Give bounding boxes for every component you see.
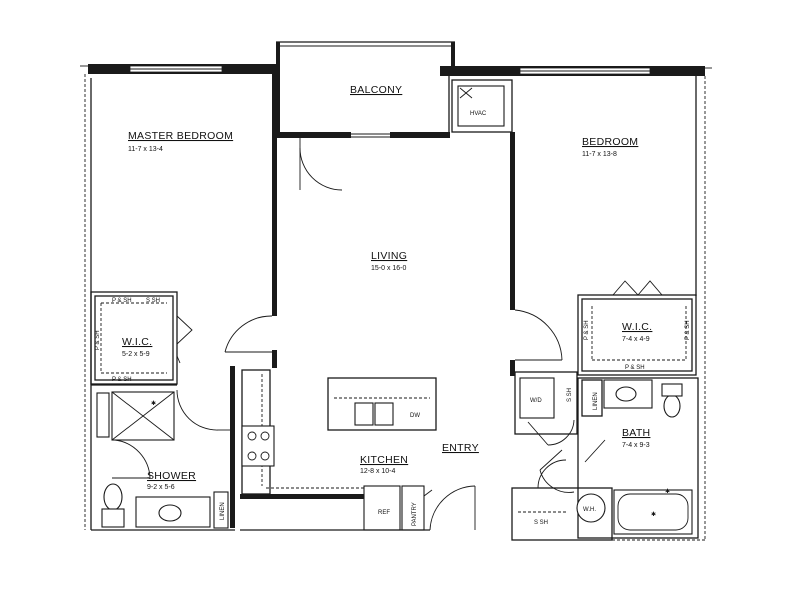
entry-label: ENTRY xyxy=(442,442,479,454)
living-dims: 15-0 x 16-0 xyxy=(371,265,407,272)
svg-text:✱: ✱ xyxy=(665,488,670,495)
master-bedroom-walls xyxy=(224,74,277,368)
wic-right-psh-left: P & SH xyxy=(584,320,590,340)
bath: ✱ ✱ xyxy=(539,377,699,539)
laundry xyxy=(514,371,603,446)
svg-text:✱: ✱ xyxy=(151,400,156,407)
wd-label: W/D xyxy=(530,398,542,404)
kitchen-label: KITCHEN xyxy=(360,454,408,466)
wic-left-label: W.I.C. xyxy=(122,336,152,348)
bedroom-walls xyxy=(510,76,706,540)
closet-ssh: S SH xyxy=(534,520,548,526)
shower-linen: LINEN xyxy=(220,502,226,520)
pantry-label: PANTRY xyxy=(412,502,418,526)
ref-label: REF xyxy=(378,510,390,516)
bedroom-dims: 11-7 x 13-8 xyxy=(582,151,617,158)
wic-left-psh-bottom: P & SH xyxy=(112,377,132,383)
balcony xyxy=(276,41,455,138)
living-room xyxy=(299,138,343,191)
bath-label: BATH xyxy=(622,427,650,439)
wic-right-dims: 7-4 x 4-9 xyxy=(622,336,650,343)
master-bedroom-dims: 11-7 x 13-4 xyxy=(128,146,163,153)
wic-left-dims: 5-2 x 5-9 xyxy=(122,351,150,358)
exterior-wall-top-left xyxy=(80,64,278,74)
shower-dims: 9-2 x 5-6 xyxy=(147,484,175,491)
exterior-wall-left xyxy=(84,74,92,530)
wh-label: W.H. xyxy=(583,507,596,513)
hvac-closet xyxy=(451,79,513,133)
wic-right-psh-right: P & SH xyxy=(685,320,691,340)
balcony-label: BALCONY xyxy=(350,84,402,96)
wic-right-label: W.I.C. xyxy=(622,321,652,333)
kitchen xyxy=(240,369,476,531)
water-heater-closet xyxy=(511,459,613,541)
wic-left-psh-top: P & SH xyxy=(112,298,132,304)
bath-dims: 7-4 x 9-3 xyxy=(622,442,650,449)
bedroom-label: BEDROOM xyxy=(582,136,638,148)
wic-right xyxy=(577,280,697,376)
wic-left xyxy=(90,291,193,385)
shower-label: SHOWER xyxy=(147,470,196,482)
master-bedroom-label: MASTER BEDROOM xyxy=(128,130,233,142)
living-label: LIVING xyxy=(371,250,407,262)
laundry-ssh: S SH xyxy=(567,388,573,402)
wic-left-psh-side: P & SH xyxy=(95,330,101,350)
wic-right-psh-bottom: P & SH xyxy=(625,365,645,371)
svg-text:✱: ✱ xyxy=(651,511,656,518)
laundry-linen: LINEN xyxy=(593,392,599,410)
wic-left-ssh-top: S SH xyxy=(146,298,160,304)
exterior-wall-top-right xyxy=(440,66,712,76)
master-bath: ✱ xyxy=(90,366,235,531)
hvac-label: HVAC xyxy=(470,111,487,117)
dw-label: DW xyxy=(410,413,420,419)
kitchen-dims: 12-8 x 10-4 xyxy=(360,468,396,475)
